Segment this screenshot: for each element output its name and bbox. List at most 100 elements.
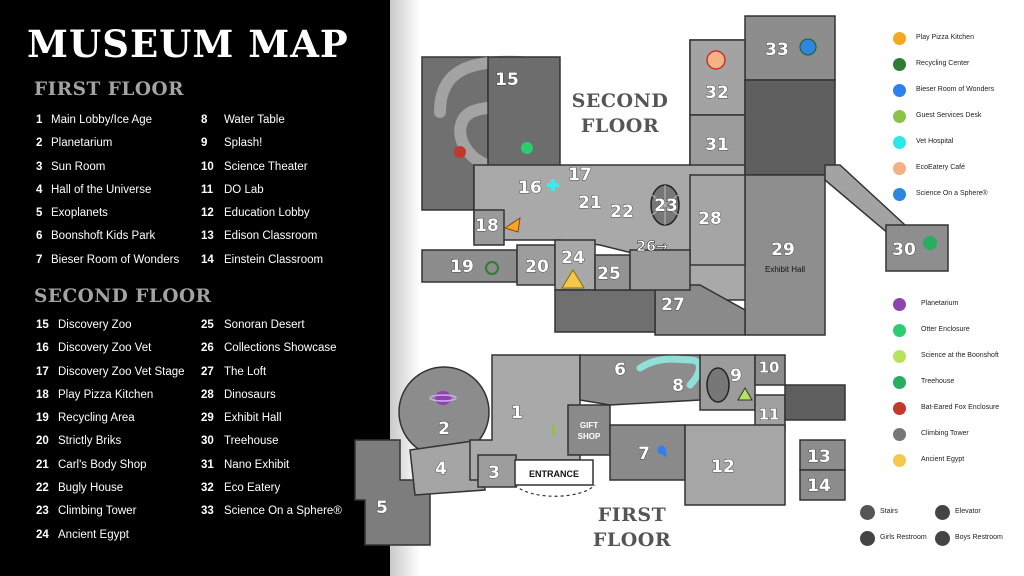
room-number-18: 18 [475,216,499,236]
exhibit-number: 26 [201,342,214,355]
room-number-20: 20 [525,257,549,277]
room-number-1: 1 [511,403,523,423]
first-floor-heading: FIRST FLOOR [34,79,184,100]
exhibit-name: Ancient Egypt [58,528,129,541]
recycling-icon [893,58,906,71]
room-12 [684,424,786,506]
exhibit-name: Science Theater [224,160,308,173]
exhibit-number: 22 [36,482,49,495]
room-number-17: 17 [568,165,592,185]
exhibit-name: Planetarium [51,137,113,150]
room-number-27: 27 [661,295,685,315]
room-10 [754,354,786,386]
tree-icon [923,236,937,250]
exhibit-number: 28 [201,388,214,401]
first-floor-plan [354,354,846,546]
stairs-icon [860,505,875,520]
room-number-30: 30 [892,240,916,260]
facility-label: Boys Restroom [955,534,1003,541]
exhibit-number: 19 [36,412,49,425]
recycling-icon [485,261,499,275]
pyramid-icon [893,454,906,467]
climbing-tower-icon [893,428,906,441]
exhibit-name: Strictly Briks [58,435,122,448]
exhibit-name: Climbing Tower [58,505,137,518]
globe-icon [799,38,817,56]
exhibit-name: Edison Classroom [224,230,318,243]
exhibit-number: 33 [201,505,214,518]
map-icons [429,38,937,458]
room-number-7: 7 [638,444,650,464]
facility-label: Girls Restroom [880,534,927,541]
room-33 [744,15,836,81]
room-number-33: 33 [765,40,789,60]
legend-label: Treehouse [921,378,955,385]
exhibit-number: 20 [36,435,49,448]
room-number-9: 9 [730,366,742,386]
paw-icon [521,142,533,154]
exhibit-number: 15 [36,319,49,331]
exhibit-list-item: 19 Recycling Area [36,407,185,430]
exhibit-name: Treehouse [224,435,279,448]
girls-restroom-icon [860,531,875,546]
exhibit-name: Exoplanets [51,207,108,220]
exhibit-name: Sun Room [51,160,106,173]
exhibit-number: 16 [36,342,49,355]
tree-icon [893,376,906,389]
room-11 [754,394,786,431]
second-floor-plan [421,15,949,336]
exhibit-name: Education Lobby [224,207,310,220]
room-25 [594,254,631,291]
room-number-19: 19 [450,257,474,277]
second-floor-heading: SECOND FLOOR [34,286,212,307]
exhibit-number: 3 [36,160,43,173]
exhibit-number: 24 [36,528,49,541]
cross-icon [551,179,555,191]
exhibit-number: 2 [36,137,43,150]
room-number-25: 25 [597,264,621,284]
exhibit-list-item: 20 Strictly Briks [36,430,185,453]
room-number-29: 29 [771,240,795,260]
exhibit-name: Carl's Body Shop [58,458,147,471]
fox-paw-icon [454,146,466,158]
room-18 [473,209,505,246]
butterfly-icon [657,445,667,458]
room-26-label: 26→ [636,239,667,255]
exhibit-name: Hall of the Universe [51,183,152,196]
exhibit-name: Recycling Area [58,412,135,425]
room-number-11: 11 [759,406,780,424]
room-number-31: 31 [705,135,729,155]
exhibit-number: 14 [201,253,214,266]
exhibit-name: Einstein Classroom [224,253,324,266]
exhibit-name: Boonshoft Kids Park [51,230,156,243]
exhibit-number: 23 [36,505,49,518]
room-number-28: 28 [698,209,722,229]
cross-icon [893,136,906,149]
exhibit-number: 9 [201,137,208,150]
entrance-arc [514,484,596,497]
legend-label: Play Pizza Kitchen [916,34,974,41]
fox-paw-icon [893,402,906,415]
legend-label: Otter Enclosure [921,326,970,333]
room-number-16: 16 [518,178,542,198]
legend-label: EcoEatery Café [916,164,966,171]
room-number-15: 15 [495,70,519,90]
exhibit-list-item: 14 Einstein Classroom [201,249,323,272]
room-7 [609,424,686,481]
exhibit-number: 29 [201,412,214,425]
exhibit-name: Sonoran Desert [224,319,305,331]
room-number-23: 23 [654,196,678,216]
